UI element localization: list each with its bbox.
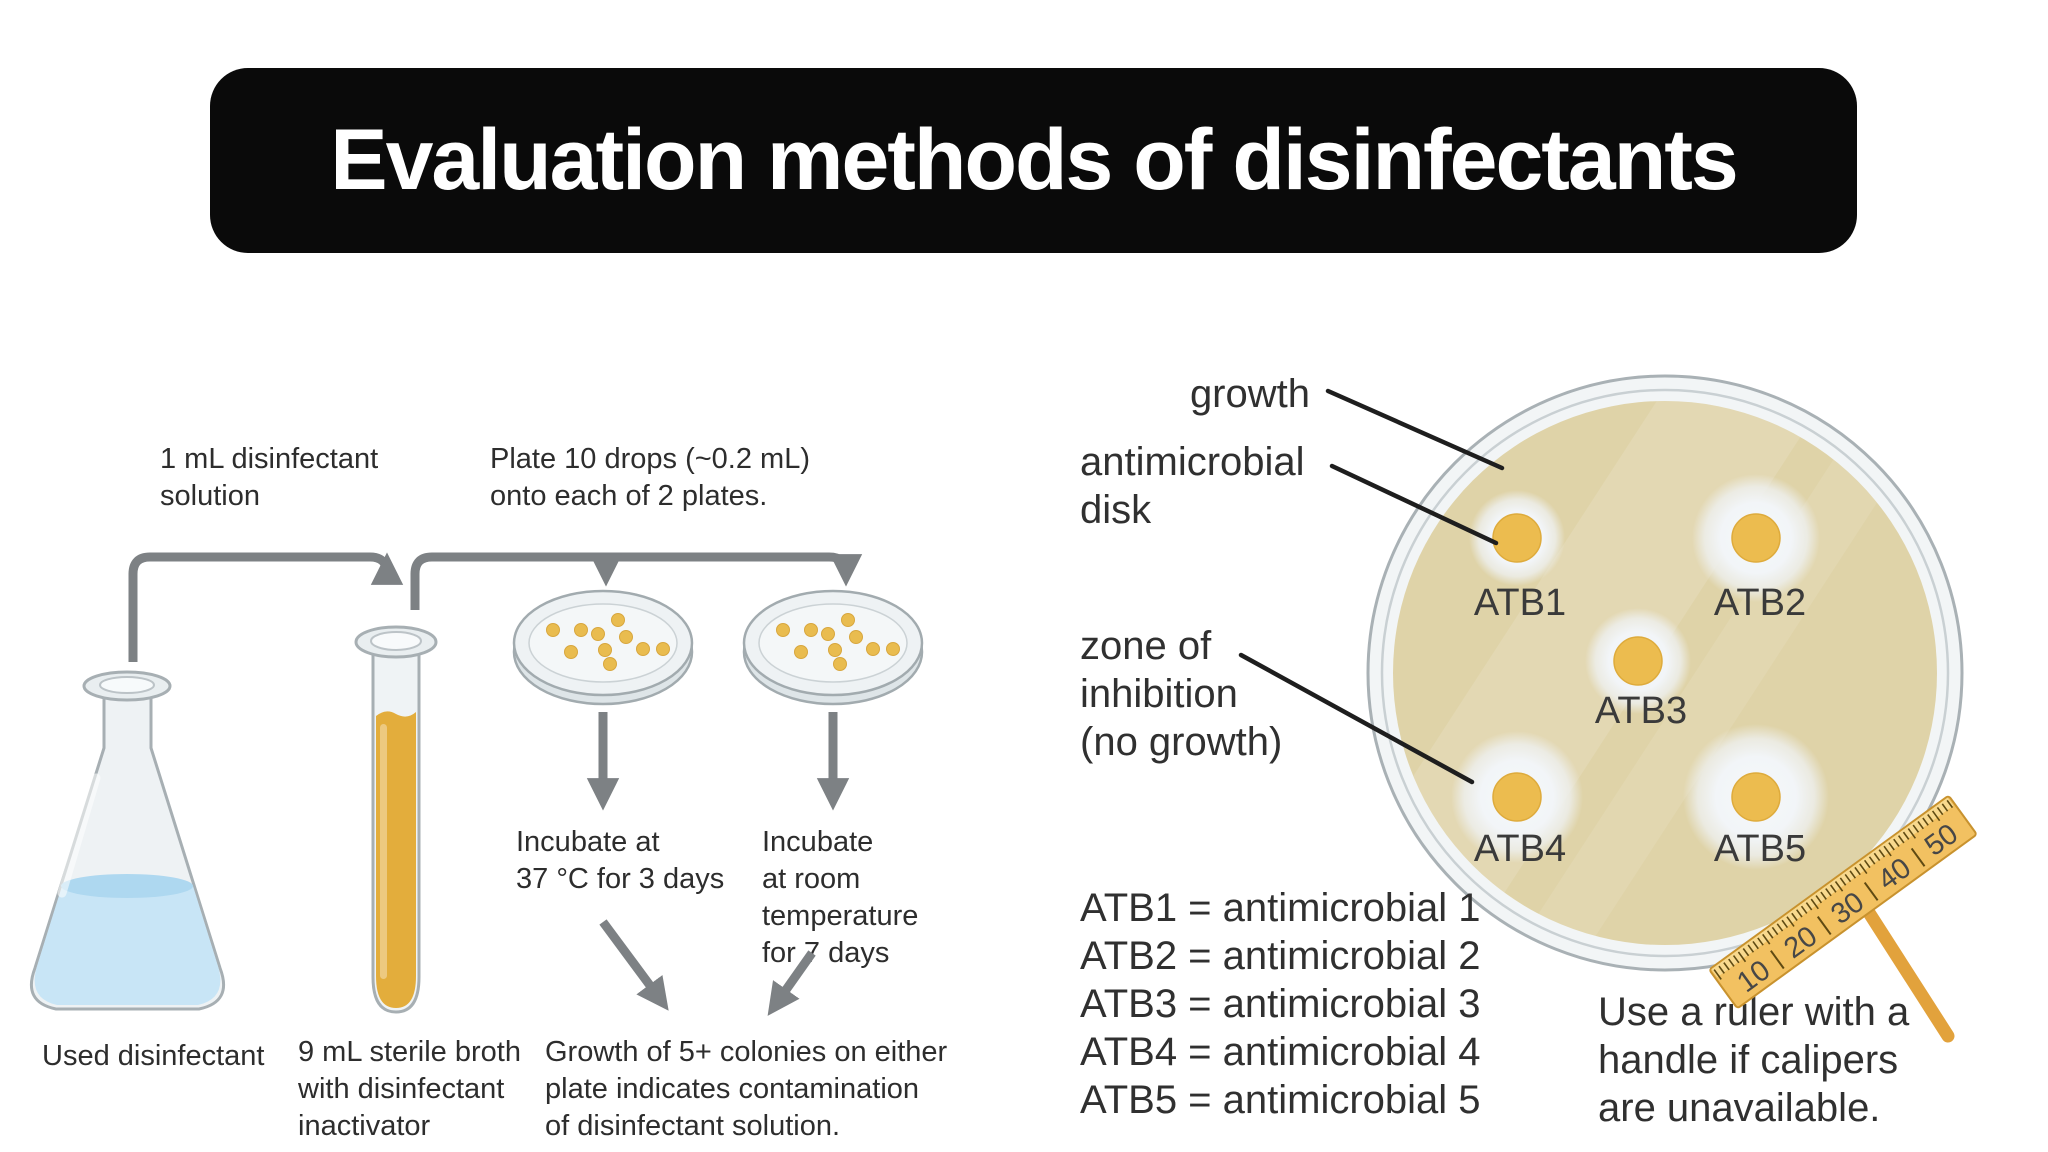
legend-line-4: ATB4 = antimicrobial 4 [1080,1030,1481,1074]
petri-plate-2-icon [742,589,924,706]
legend-line-5: ATB5 = antimicrobial 5 [1080,1078,1481,1122]
disk-label-atb1: ATB1 [1473,582,1567,624]
disk-diffusion-petri-dish [1366,374,1964,972]
erlenmeyer-flask-icon [29,670,226,1011]
colonies [776,613,900,671]
callout-disk-label: antimicrobial disk [1080,440,1305,532]
legend-line-1: ATB1 = antimicrobial 1 [1080,886,1481,930]
test-tube-icon [354,625,438,1014]
page-title: Evaluation methods of disinfectants [330,112,1739,208]
title-banner: Evaluation methods of disinfectants [210,68,1857,253]
disk-legend: ATB1 = antimicrobial 1 ATB2 = antimicrob… [1080,884,1481,1124]
antimicrobial-disks [1492,513,1781,822]
flask-caption: Used disinfectant [42,1040,265,1072]
disk-label-atb5: ATB5 [1713,828,1807,870]
arrow-incubate1-to-result [599,919,669,1011]
incubation-label-plate1: Incubate at 37 °C for 3 days [516,826,725,895]
arrow-flask-to-tube [128,552,404,662]
incubation-label-plate2: Incubate at room temperature for 7 days [762,826,919,969]
ruler-with-handle-icon: 10 20 30 40 50 [1709,795,1977,1043]
result-caption: Growth of 5+ colonies on either plate in… [545,1036,948,1142]
petri-plate-1-icon [512,589,694,706]
plate-drops-label: Plate 10 drops (~0.2 mL) onto each of 2 … [490,443,810,512]
ruler-caption: Use a ruler with a handle if calipers ar… [1598,990,1910,1130]
disk-label-atb2: ATB2 [1713,582,1807,624]
legend-line-2: ATB2 = antimicrobial 2 [1080,934,1481,978]
disk-label-atb3: ATB3 [1594,690,1688,732]
ruler-handle [1859,901,1955,1043]
tube-caption: 9 mL sterile broth with disinfectant ina… [298,1036,521,1142]
callout-growth-label: growth [1189,372,1310,416]
disk-label-atb4: ATB4 [1473,828,1567,870]
blue-liquid [34,886,221,1005]
amber-broth [376,711,416,1008]
disinfectant-transfer-label: 1 mL disinfectant solution [160,443,379,512]
legend-line-3: ATB3 = antimicrobial 3 [1080,982,1481,1026]
colonies [546,613,670,671]
callout-zone-label: zone of inhibition (no growth) [1080,624,1283,764]
